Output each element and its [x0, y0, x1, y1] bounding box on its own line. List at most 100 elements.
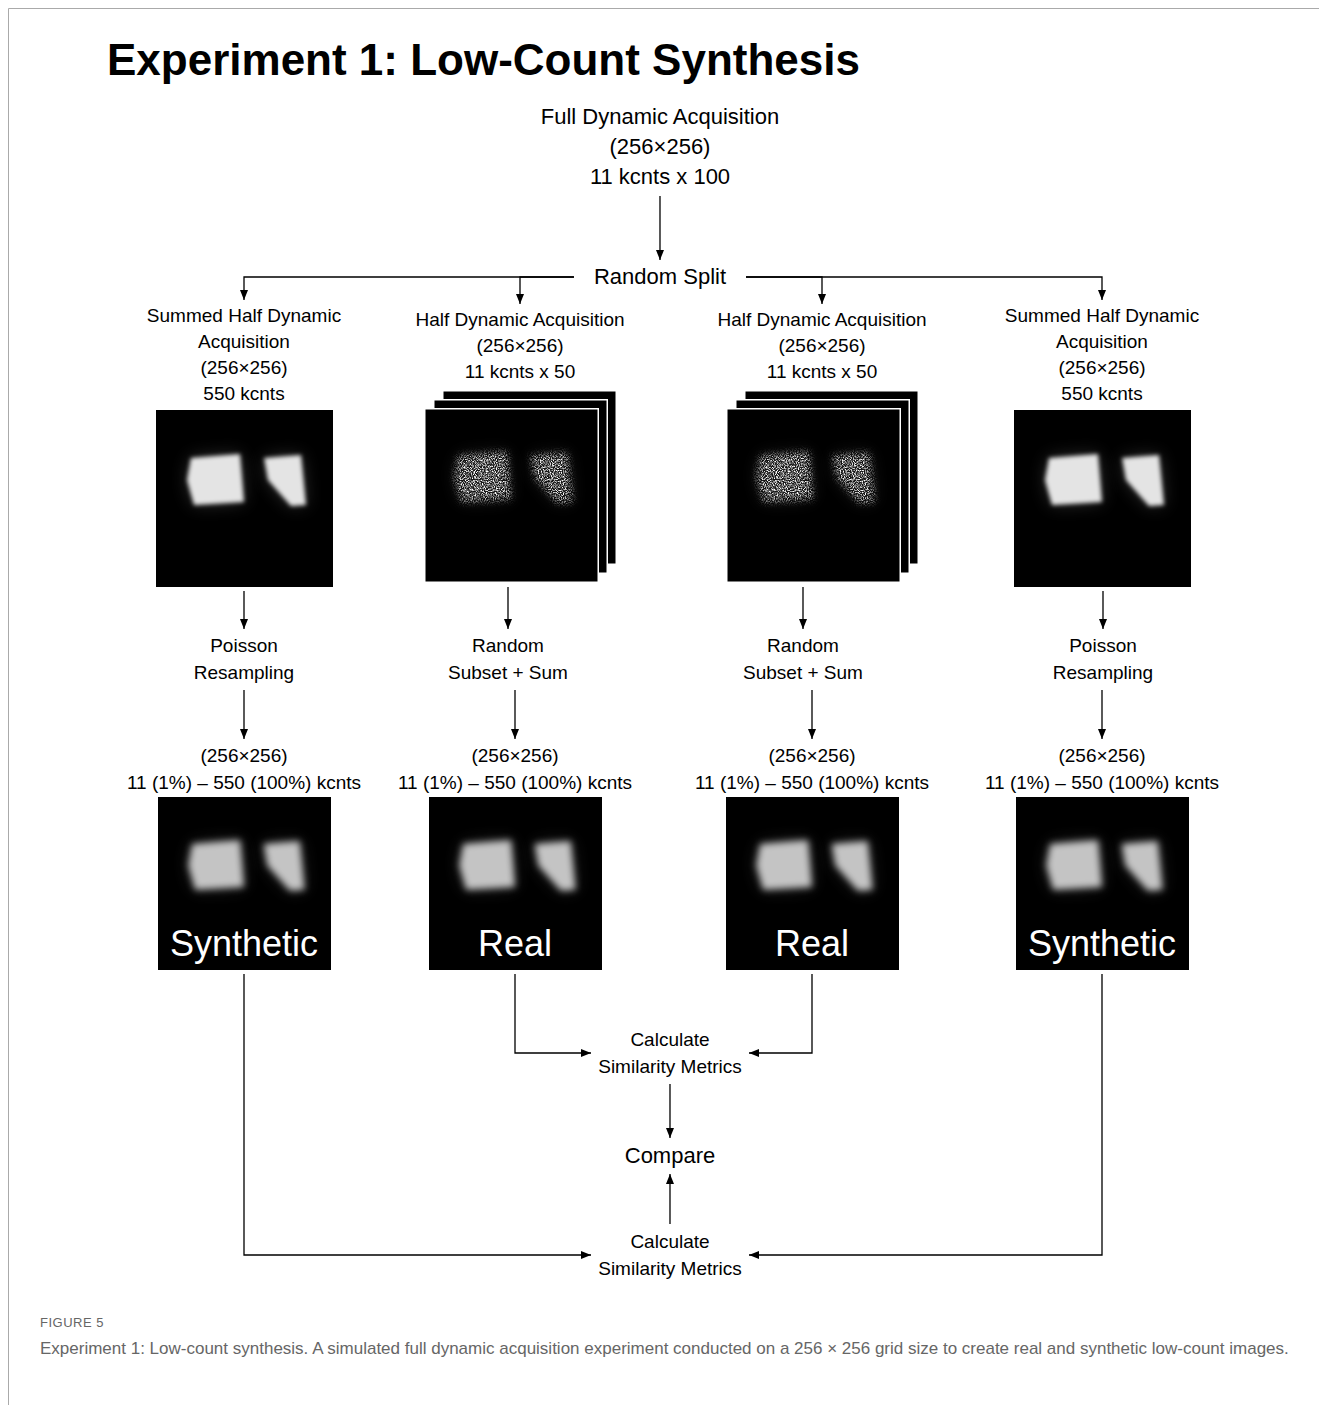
phantom-blob [263, 841, 304, 891]
node-text: (256×256) [119, 742, 369, 769]
noisy-phantom [454, 452, 572, 503]
flow-arrow [669, 1084, 670, 1138]
phantom-blob [756, 452, 812, 502]
phantom-blob [756, 452, 812, 502]
phantom [187, 454, 306, 506]
flow-arrow [507, 587, 508, 629]
phantom-blob [1121, 841, 1162, 891]
node-text: Half Dynamic Acquisition [707, 307, 937, 333]
step-text: Compare [619, 1141, 721, 1171]
image-area [726, 390, 919, 583]
image-node: Summed Half Dynamic Acquisition(256×256)… [987, 303, 1217, 587]
node-text: Poisson Resampling [1039, 632, 1167, 686]
phantom-blob [831, 841, 872, 891]
node-text: 11 kcnts x 100 [510, 162, 810, 192]
phantom-blob [534, 841, 575, 891]
node-text: Half Dynamic Acquisition [405, 307, 635, 333]
flow-arrow [659, 196, 660, 260]
image-label: Synthetic [158, 924, 331, 964]
image-label: Real [726, 924, 899, 964]
image-ground [158, 797, 331, 970]
image-area [424, 390, 617, 583]
node-text: Poisson Resampling [180, 632, 308, 686]
flow-arrow [1101, 690, 1102, 739]
flow-arrow [669, 1174, 670, 1224]
flow-arrow [514, 690, 515, 739]
flow-arrow [746, 277, 1102, 300]
image-ground [156, 410, 333, 587]
phantom-blob [832, 452, 874, 502]
image-ground [1016, 797, 1189, 970]
figure-frame [9, 9, 1319, 1405]
image-ground [429, 797, 602, 970]
node-text: Compare [625, 1141, 715, 1171]
phantom-blob [454, 452, 510, 502]
step-text: Poisson Resampling [1039, 632, 1167, 686]
step-text: Random Subset + Sum [739, 632, 867, 686]
node-text: (256×256) [995, 355, 1210, 381]
scan-image [424, 390, 617, 583]
image-node: (256×256)11 (1%) – 550 (100%) kcntsSynth… [972, 742, 1232, 970]
flow-arrow [243, 591, 244, 629]
node-text: (256×256) [390, 742, 640, 769]
node-text: 550 kcnts [137, 381, 352, 407]
node-text: (256×256) [707, 333, 937, 359]
node-text: Calculate Similarity Metrics [594, 1228, 746, 1282]
phantom [459, 840, 575, 891]
step-text: Random Subset + Sum [444, 632, 572, 686]
node-text: Random Subset + Sum [739, 632, 867, 686]
image-label: Synthetic [1016, 924, 1189, 964]
scan-image [1014, 410, 1191, 587]
phantom-blob [263, 841, 304, 891]
phantom-blob [459, 840, 515, 890]
image-area: Real [726, 797, 899, 970]
node-text: Summed Half Dynamic Acquisition [137, 303, 352, 355]
phantom-blob [530, 452, 572, 502]
node-text: 11 (1%) – 550 (100%) kcnts [390, 769, 640, 796]
phantom [1046, 840, 1162, 891]
image-node: Half Dynamic Acquisition(256×256)11 kcnt… [707, 307, 937, 583]
phantom-blob [264, 455, 306, 506]
phantom-blob [756, 840, 812, 890]
step-text: Calculate Similarity Metrics [594, 1228, 746, 1282]
phantom [1045, 454, 1164, 506]
flow-arrow [811, 690, 812, 739]
flow-arrow [1102, 591, 1103, 629]
flow-arrow [244, 277, 574, 300]
noisy-phantom [756, 452, 874, 503]
node-text: Full Dynamic Acquisition [510, 102, 810, 132]
node-text: Random Subset + Sum [444, 632, 572, 686]
phantom [188, 840, 304, 891]
phantom-blob [454, 452, 510, 502]
image-label: Real [429, 924, 602, 964]
frame-square [424, 409, 598, 583]
node-text: 11 (1%) – 550 (100%) kcnts [687, 769, 937, 796]
scan-image [156, 410, 333, 587]
step-text: Poisson Resampling [180, 632, 308, 686]
node-text: Calculate Similarity Metrics [594, 1026, 746, 1080]
image-area [156, 410, 333, 587]
image-node: (256×256)11 (1%) – 550 (100%) kcntsReal [385, 742, 645, 970]
phantom-blob [1122, 455, 1164, 506]
phantom-blob [1046, 840, 1102, 890]
image-area [1014, 410, 1191, 587]
node-text: 550 kcnts [995, 381, 1210, 407]
phantom-blob [756, 840, 812, 890]
phantom-blob [188, 840, 244, 890]
node-text: 11 kcnts x 50 [405, 359, 635, 385]
phantom-blob [1121, 841, 1162, 891]
phantom-blob [530, 452, 572, 502]
phantom-blob [1045, 454, 1102, 505]
step-text: Calculate Similarity Metrics [594, 1026, 746, 1080]
node-text: (256×256) [687, 742, 937, 769]
flow-arrow [520, 277, 574, 304]
node-text: (256×256) [510, 132, 810, 162]
figure-number: FIGURE 5 [40, 1315, 104, 1331]
node-text: (256×256) [405, 333, 635, 359]
image-area: Synthetic [1016, 797, 1189, 970]
node-text: 11 (1%) – 550 (100%) kcnts [119, 769, 369, 796]
flow-arrow [749, 974, 812, 1053]
figure-caption: Experiment 1: Low-count synthesis. A sim… [40, 1337, 1305, 1361]
node-text: Summed Half Dynamic Acquisition [995, 303, 1210, 355]
